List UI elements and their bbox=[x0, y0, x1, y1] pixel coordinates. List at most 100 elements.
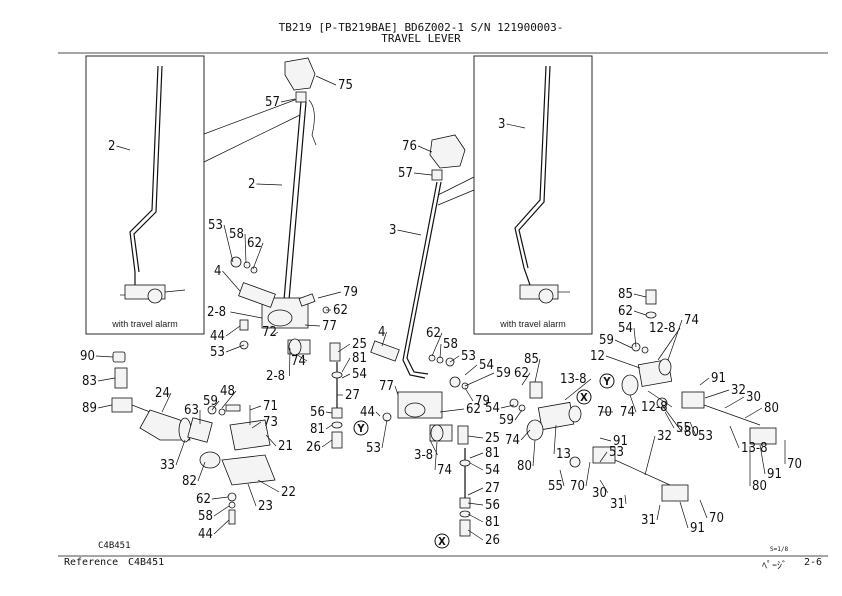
leader-line bbox=[211, 400, 220, 411]
leader-line bbox=[467, 502, 484, 506]
leader-line bbox=[397, 229, 422, 236]
inset-box-right bbox=[473, 55, 593, 335]
callout-53: 53 bbox=[461, 349, 476, 364]
callout-59: 59 bbox=[499, 413, 514, 428]
leader-line bbox=[222, 270, 241, 292]
leader-line bbox=[256, 183, 283, 186]
leader-line bbox=[661, 404, 683, 433]
callout-25: 25 bbox=[352, 337, 367, 352]
callout-91: 91 bbox=[711, 371, 726, 386]
leader-line bbox=[429, 439, 438, 456]
leader-line bbox=[759, 444, 766, 475]
leader-line bbox=[95, 355, 114, 358]
leader-line bbox=[341, 373, 351, 379]
inset-box-left bbox=[85, 55, 205, 335]
callout-58: 58 bbox=[443, 337, 458, 352]
leader-line bbox=[280, 98, 296, 103]
callout-27: 27 bbox=[345, 388, 360, 403]
leader-line bbox=[633, 327, 637, 348]
leader-line bbox=[325, 411, 333, 414]
callout-74: 74 bbox=[437, 463, 452, 478]
leader-line bbox=[744, 407, 763, 419]
callout-63: 63 bbox=[184, 403, 199, 418]
callout-59: 59 bbox=[599, 333, 614, 348]
leader-line bbox=[500, 404, 515, 409]
callout-70: 70 bbox=[570, 479, 585, 494]
left-lever-assembly bbox=[230, 57, 343, 449]
callout-73: 73 bbox=[263, 415, 278, 430]
nut-57 bbox=[295, 91, 307, 103]
right-valve-assembly bbox=[509, 289, 777, 502]
callout-79: 79 bbox=[343, 285, 358, 300]
leader-line bbox=[97, 377, 116, 382]
callout-72: 72 bbox=[262, 325, 277, 340]
leader-line bbox=[689, 421, 697, 437]
leader-line bbox=[605, 355, 641, 369]
leader-line bbox=[464, 387, 474, 402]
leader-line bbox=[729, 425, 740, 449]
leader-line bbox=[521, 372, 531, 386]
block-31b bbox=[661, 484, 689, 502]
callout-31: 31 bbox=[641, 513, 656, 528]
callout-83: 83 bbox=[82, 374, 97, 389]
header-model-line: TB219 [P-TB219BAE] BD6Z002-1 S/N 1219000… bbox=[278, 21, 564, 34]
leader-line bbox=[213, 519, 230, 535]
leader-line bbox=[532, 439, 536, 467]
callout-55: 55 bbox=[676, 421, 691, 436]
leader-line bbox=[381, 419, 388, 449]
callout-62: 62 bbox=[196, 492, 211, 507]
callout-82: 82 bbox=[182, 474, 197, 489]
callout-53: 53 bbox=[210, 345, 225, 360]
callout-53: 53 bbox=[366, 441, 381, 456]
callout-48: 48 bbox=[220, 384, 235, 399]
leader-line bbox=[520, 429, 531, 441]
leader-line bbox=[467, 529, 484, 541]
callout-4: 4 bbox=[378, 325, 385, 340]
callout-44: 44 bbox=[360, 405, 375, 420]
leader-line bbox=[699, 377, 710, 386]
leader-line bbox=[251, 421, 262, 429]
marker-Y-right bbox=[599, 373, 615, 389]
leader-line bbox=[657, 327, 681, 361]
callout-70: 70 bbox=[787, 457, 802, 472]
leader-line bbox=[464, 364, 478, 376]
leader-line bbox=[213, 505, 230, 517]
callout-32: 32 bbox=[731, 383, 746, 398]
leader-line bbox=[464, 372, 495, 387]
callout-62: 62 bbox=[247, 236, 262, 251]
callout-32: 32 bbox=[657, 429, 672, 444]
callout-62: 62 bbox=[426, 326, 441, 341]
cylinder-24 bbox=[139, 409, 191, 441]
callout-13-8: 13-8 bbox=[560, 372, 587, 387]
leader-line bbox=[289, 347, 291, 377]
callout-23: 23 bbox=[258, 499, 273, 514]
leader-line bbox=[449, 355, 460, 363]
callout-44: 44 bbox=[198, 527, 213, 542]
knob-76 bbox=[429, 134, 466, 169]
joint-25 bbox=[329, 342, 341, 362]
callout-70: 70 bbox=[709, 511, 724, 526]
drawing-code: C4B451 bbox=[98, 541, 131, 551]
leader-line bbox=[434, 441, 438, 471]
callout-79: 79 bbox=[475, 394, 490, 409]
leader-line bbox=[534, 358, 541, 383]
callout-2-8: 2-8 bbox=[207, 305, 226, 320]
leader-line bbox=[252, 242, 264, 270]
leader-line bbox=[413, 172, 433, 176]
svg-text:X: X bbox=[580, 391, 588, 404]
leader-line bbox=[506, 123, 526, 129]
leader-line bbox=[585, 461, 591, 487]
callout-81: 81 bbox=[310, 422, 325, 437]
callout-53: 53 bbox=[208, 218, 223, 233]
callout-81: 81 bbox=[485, 515, 500, 530]
callout-90: 90 bbox=[80, 349, 95, 364]
callout-81: 81 bbox=[485, 446, 500, 461]
leader-line bbox=[644, 435, 656, 476]
callout-70: 70 bbox=[597, 405, 612, 420]
inset-caption-left: with travel alarm bbox=[111, 319, 178, 329]
callout-3: 3 bbox=[498, 117, 505, 132]
callout-22: 22 bbox=[281, 485, 296, 500]
leader-inset-left-a bbox=[203, 97, 301, 135]
